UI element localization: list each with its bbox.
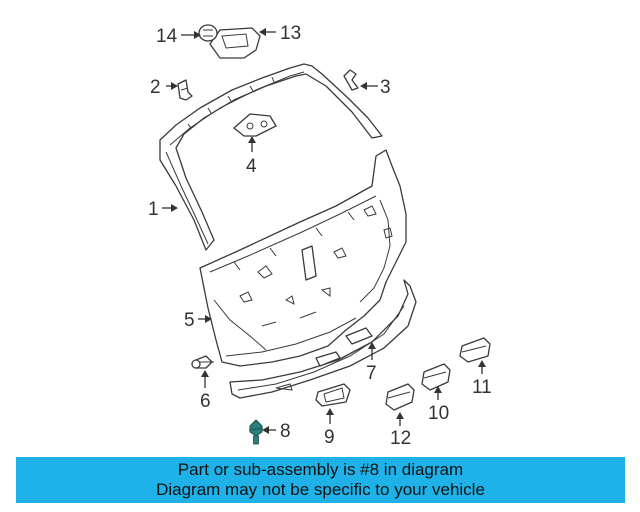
part-11-switch bbox=[459, 337, 491, 363]
info-banner: Part or sub-assembly is #8 in diagram Di… bbox=[16, 457, 625, 503]
part-14-bulb bbox=[198, 24, 218, 42]
callout-8: 8 bbox=[280, 421, 291, 442]
callout-6: 6 bbox=[200, 391, 211, 412]
part-13-lamp-housing bbox=[209, 27, 261, 59]
part-12-switch bbox=[385, 383, 415, 411]
banner-line-1: Part or sub-assembly is #8 in diagram bbox=[177, 460, 464, 479]
callout-7: 7 bbox=[366, 363, 377, 384]
callout-3: 3 bbox=[380, 77, 391, 98]
part-9-handle-bracket bbox=[315, 383, 351, 407]
leader-lines bbox=[162, 28, 486, 434]
callout-11: 11 bbox=[472, 377, 492, 398]
banner-line-2: Diagram may not be specific to your vehi… bbox=[156, 480, 485, 499]
part-3-bracket bbox=[343, 69, 359, 91]
callout-1: 1 bbox=[148, 199, 159, 220]
callout-4: 4 bbox=[246, 156, 257, 177]
callout-2: 2 bbox=[150, 77, 161, 98]
part-1-glass-frame bbox=[159, 63, 383, 251]
part-7-lower-trim bbox=[229, 279, 417, 399]
part-6-fastener bbox=[191, 355, 214, 369]
callout-13: 13 bbox=[280, 23, 301, 44]
callout-10: 10 bbox=[428, 403, 449, 424]
callout-14: 14 bbox=[156, 26, 178, 47]
parts-diagram: 14 13 2 3 4 1 5 6 7 8 9 10 11 12 bbox=[148, 23, 492, 449]
callout-9: 9 bbox=[324, 427, 335, 448]
callout-numbers: 14 13 2 3 4 1 5 6 7 8 9 10 11 12 bbox=[148, 23, 492, 449]
part-10-switch bbox=[421, 363, 451, 391]
part-8-bolt-highlighted bbox=[248, 419, 264, 445]
part-2-clip bbox=[177, 79, 193, 101]
callout-12: 12 bbox=[390, 428, 411, 449]
part-5-liftgate-panel bbox=[199, 149, 407, 367]
callout-5: 5 bbox=[184, 310, 195, 331]
part-4-latch-bracket bbox=[233, 113, 277, 137]
